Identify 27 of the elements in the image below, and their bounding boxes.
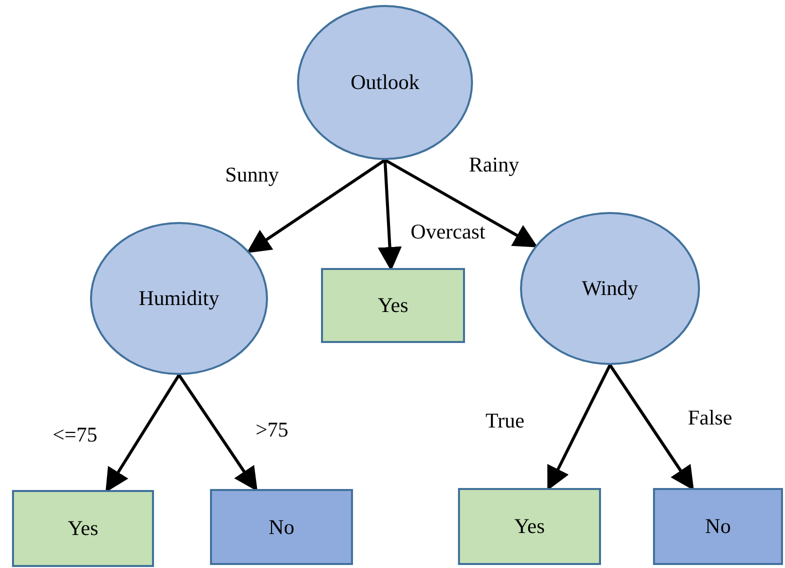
leaf-box <box>210 489 353 565</box>
edge-label: <=75 <box>52 422 98 448</box>
arrow <box>178 374 258 492</box>
node-label: Yes <box>68 516 98 541</box>
node-label: Yes <box>378 293 408 318</box>
edge-label: >75 <box>256 418 288 442</box>
edge-label: Overcast <box>410 220 486 244</box>
node-label: Humidity <box>138 286 220 311</box>
arrow <box>547 364 612 491</box>
node-label: Outlook <box>350 70 420 95</box>
edge-label: True <box>486 408 524 434</box>
node-label: No <box>268 514 294 540</box>
node-label: Windy <box>582 276 638 301</box>
arrow <box>246 158 386 254</box>
node-label: Yes <box>514 514 545 539</box>
leaf-box <box>458 488 601 565</box>
edge-label: False <box>688 406 732 430</box>
arrow <box>378 160 402 271</box>
arrow <box>384 158 538 248</box>
leaf-box <box>321 268 465 343</box>
leaf-box <box>653 488 783 565</box>
edge-label: Rainy <box>468 152 520 178</box>
node-label: No <box>705 514 731 539</box>
arrow <box>608 364 694 490</box>
edge-label: Sunny <box>225 162 279 188</box>
leaf-box <box>12 490 154 567</box>
arrow <box>105 374 180 493</box>
